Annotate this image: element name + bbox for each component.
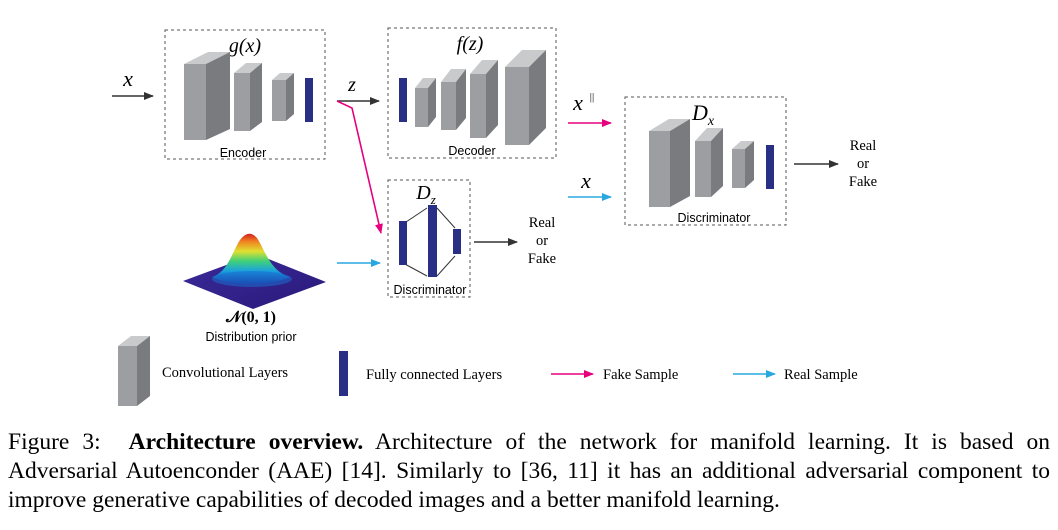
legend-fc-label: Fully connected Layers: [366, 367, 502, 383]
encoder-label: Encoder: [220, 146, 267, 160]
fc-layer: [428, 205, 437, 277]
legend: Convolutional Layers Fully connected Lay…: [118, 336, 858, 406]
conv-layer: [415, 78, 436, 127]
fc-layer: [399, 78, 407, 122]
conv-layer: [470, 60, 498, 138]
conv-layer: [184, 52, 230, 140]
decoder-function: f(z): [457, 33, 484, 55]
decoder-dashed-box: [387, 27, 557, 159]
legend-conv-icon: [118, 336, 150, 406]
disc-z-dashed-box: [387, 179, 471, 298]
disc-x-title: Dx: [691, 100, 715, 129]
prior-gaussian-bump: [212, 233, 290, 284]
decoder-conv-layers: [399, 50, 546, 145]
disc-z-output-or: or: [536, 233, 548, 249]
distribution-prior-plot: [183, 233, 326, 309]
discriminator-x-block: Dx Discriminator: [624, 96, 787, 226]
disc-x-output-or: or: [857, 156, 869, 172]
x-real-label: x: [580, 168, 591, 193]
architecture-figure: x g(x) Encoder z f(z) Decoder x || x: [112, 27, 877, 406]
conv-layer: [441, 69, 466, 130]
disc-x-output-real: Real: [850, 138, 877, 154]
caption-title: Architecture overview.: [128, 429, 364, 455]
disc-z-output-fake: Fake: [528, 251, 556, 267]
fc-layer: [766, 145, 774, 189]
disc-x-dashed-box: [624, 96, 787, 226]
encoder-conv-layers: [184, 52, 313, 140]
legend-real-label: Real Sample: [784, 367, 858, 383]
conv-layer: [649, 119, 690, 207]
disc-x-conv-layers: [649, 119, 774, 207]
encoder-dashed-box: [164, 29, 326, 160]
decoder-label: Decoder: [448, 144, 495, 158]
prior-label: Distribution prior: [205, 330, 296, 344]
encoder-block: g(x) Encoder: [164, 29, 326, 160]
disc-x-label: Discriminator: [678, 211, 751, 225]
caption-text: Architecture of the network for manifold…: [8, 429, 1050, 513]
latent-z-label: z: [347, 74, 356, 96]
fc-layer: [305, 78, 313, 122]
x-reconstructed-superscript: ||: [590, 91, 594, 103]
disc-x-output-fake: Fake: [849, 174, 877, 190]
conv-layer: [695, 128, 723, 197]
conv-layer: [234, 63, 262, 131]
figure-caption: Figure 3: Architecture overview. Architec…: [8, 428, 1050, 515]
x-reconstructed-label: x: [572, 90, 583, 115]
fc-layer: [399, 221, 407, 265]
fc-layer: [453, 229, 461, 254]
legend-conv-label: Convolutional Layers: [162, 365, 288, 381]
encoder-function: g(x): [229, 35, 262, 57]
conv-layer: [272, 73, 294, 121]
conv-layer: [732, 141, 754, 188]
disc-z-label: Discriminator: [394, 283, 467, 297]
decoder-block: f(z) Decoder: [387, 27, 557, 159]
conv-layer: [505, 50, 546, 145]
latent-fake-arrow: [336, 100, 383, 234]
disc-z-fc-network: [399, 205, 461, 277]
disc-z-output-real: Real: [529, 215, 556, 231]
disc-z-title: Dz: [415, 182, 436, 207]
legend-fake-label: Fake Sample: [603, 367, 678, 383]
input-x-label: x: [122, 66, 133, 91]
caption-label: Figure 3:: [8, 429, 101, 455]
prior-formula: 𝒩(0, 1): [225, 309, 276, 326]
discriminator-z-block: Dz Discriminator: [387, 179, 471, 298]
legend-fc-icon: [339, 351, 348, 396]
